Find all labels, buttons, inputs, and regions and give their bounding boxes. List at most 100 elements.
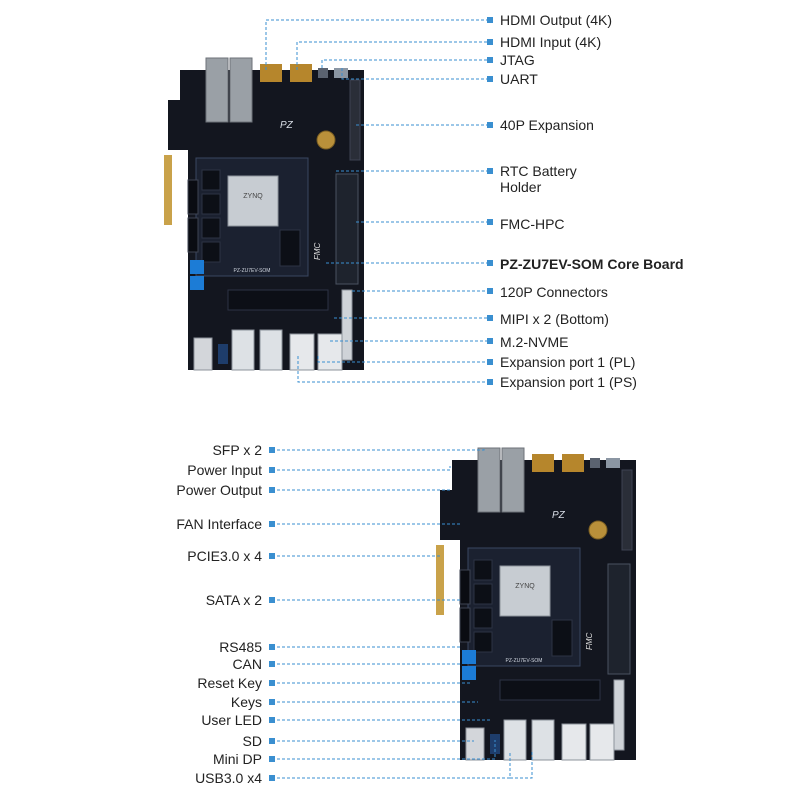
bottom-board-ram-2 [473,607,493,629]
bottom-leader-line-12 [272,740,496,760]
top-leader-marker-11 [487,359,493,365]
top-leader-line-1 [296,41,490,70]
label-reset-key: Reset Key [197,675,262,691]
label-hdmi-output: HDMI Output (4K) [500,12,613,28]
top-board-fmc-logo: FMC [313,242,322,260]
bottom-board-chip-label: ZYNQ [515,583,535,590]
label-user-led: User LED [201,712,262,728]
label-pcie: PCIE3.0 x 4 [187,548,262,564]
top-board-rtc-battery [316,130,336,150]
bottom-board-usb-2 [531,719,555,761]
label-sfp: SFP x 2 [212,442,262,458]
top-board-ram-1 [201,193,221,215]
top-board-ram-0 [201,169,221,191]
label-uart: UART [500,71,538,87]
label-fmc-hpc: FMC-HPC [500,216,565,232]
top-board-sata-2 [187,217,199,253]
label-expansion-ps: Expansion port 1 (PS) [500,374,637,390]
label-sata: SATA x 2 [205,592,262,608]
bottom-leader-marker-12 [269,756,275,762]
top-board-usb-2 [259,329,283,371]
label-core-board: PZ-ZU7EV-SOM Core Board [500,256,684,272]
bottom-board-rtc-battery [588,520,608,540]
bottom-board-sfp-cage-2 [501,447,525,513]
top-leader-marker-0 [487,17,493,23]
label-m2-nvme: M.2-NVME [500,334,569,350]
bottom-board-120p-connector [613,679,625,751]
top-leader-marker-6 [487,219,493,225]
bottom-leader-marker-10 [269,717,275,723]
bottom-leader-line-14 [510,752,533,779]
bottom-board-jtag [590,458,600,468]
top-leader-marker-3 [487,76,493,82]
label-hdmi-input: HDMI Input (4K) [500,34,602,50]
bottom-leader-marker-11 [269,738,275,744]
bottom-board-fmc-logo: FMC [585,632,594,650]
bottom-board-m2-slot [499,679,601,701]
bottom-board-sfp-cage-1 [477,447,501,513]
bottom-board-hdmi-in [562,454,584,472]
label-power-output: Power Output [176,482,262,498]
top-leader-line-12 [297,356,490,383]
top-leader-marker-7 [487,260,493,266]
top-leader-line-11 [317,356,490,363]
top-board-hdmi-in [290,64,312,82]
label-jtag: JTAG [500,52,535,68]
top-leader-line-3 [341,68,490,80]
bottom-board-sd-slot [465,727,485,761]
bottom-board-rs485-terminal [462,650,476,664]
bottom-board-zynq-chip [499,565,551,617]
top-leader-marker-8 [487,288,493,294]
label-mipi: MIPI x 2 (Bottom) [500,311,609,327]
top-board-usb-1 [231,329,255,371]
top-board-sd-slot [193,337,213,371]
bottom-board-brand: PZ [552,510,566,521]
bottom-board-fmc-connector [607,563,631,675]
label-can: CAN [232,656,262,672]
top-board-ram-2 [201,217,221,239]
top-board-brand: PZ [280,120,294,131]
top-board-sata-1 [187,179,199,215]
top-board-hdmi-out [260,64,282,82]
label-40p-expansion: 40P Expansion [500,117,594,133]
top-board-sfp-cage-1 [205,57,229,123]
bottom-leader-line-1 [272,466,451,471]
top-board-fmc-connector [335,173,359,285]
bottom-board-eth-2 [589,723,615,761]
top-leader-marker-4 [487,122,493,128]
bottom-board-eth-1 [561,723,587,761]
bottom-board-usb-1 [503,719,527,761]
top-board-sfp-cage-2 [229,57,253,123]
bottom-leader-marker-1 [269,467,275,473]
top-board-m2-slot [227,289,329,311]
bottom-leader-marker-6 [269,644,275,650]
top-leader-line-2 [321,59,490,68]
label-usb30: USB3.0 x4 [195,770,262,786]
bottom-board-pcie-gold-fingers [436,545,444,615]
top-leader-marker-5 [487,168,493,174]
label-rs485: RS485 [219,639,262,655]
bottom-board-ram-right [551,619,573,657]
top-board-pcie-gold-fingers [164,155,172,225]
top-board-som-silk: PZ-ZU7EV-SOM [234,268,271,274]
top-board-ram-3 [201,241,221,263]
label-keys: Keys [230,694,262,710]
bottom-board-ram-3 [473,631,493,653]
label-fan-interface: FAN Interface [176,516,262,532]
bottom-board-ram-1 [473,583,493,605]
top-board-rs485-terminal [190,260,204,274]
top-leader-marker-10 [487,338,493,344]
top-board-can-terminal [190,276,204,290]
label-mini-dp: Mini DP [212,751,262,767]
bottom-board-som-silk: PZ-ZU7EV-SOM [506,658,543,664]
top-leader-marker-1 [487,39,493,45]
label-rtc-battery: RTC Battery Holder [500,163,577,195]
bottom-leader-marker-7 [269,661,275,667]
top-board-40p-header [349,79,361,161]
bottom-leader-marker-2 [269,487,275,493]
top-leader-marker-9 [487,315,493,321]
bottom-board-can-terminal [462,666,476,680]
bottom-board-sata-1 [459,569,471,605]
bottom-board-ram-0 [473,559,493,581]
